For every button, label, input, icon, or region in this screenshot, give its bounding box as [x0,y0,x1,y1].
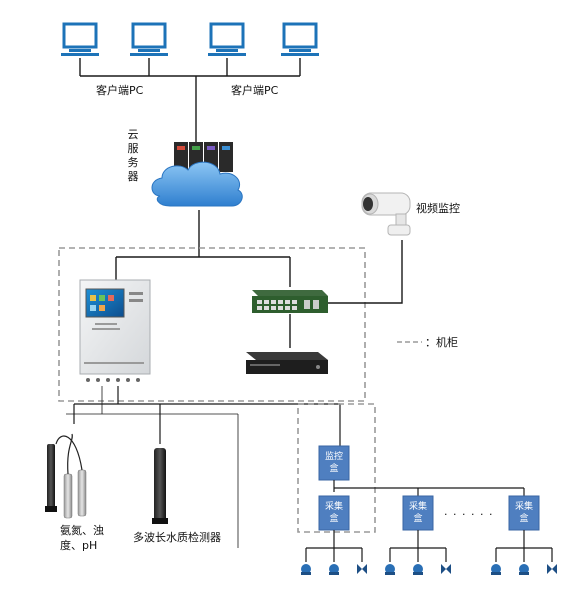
video-camera-icon [361,192,411,236]
client-pc-label-right: 客户端PC [231,84,279,97]
pump-icon [385,564,395,575]
cabinet-legend-label: ：机柜 [425,336,458,349]
pump-icon [329,564,339,575]
sensor-link-lines [73,386,341,446]
valve-icon [441,564,451,574]
camera-link-line [328,240,403,304]
client-pc-icon [208,22,246,56]
cloud-server-label: 云服务器 [127,128,139,183]
collector-box-label-3: 采集盒 [514,502,533,524]
collector-box-label-1: 采集盒 [324,502,343,524]
controller-panel [79,279,151,382]
client-pc-icon [130,22,168,56]
collector-ellipsis: · · · · · · [444,508,494,521]
network-switch-icon [252,290,328,313]
pump-icon [301,564,311,575]
pc-network-lines [79,58,301,146]
monitor-box [318,445,350,481]
valve-icon [547,564,557,574]
collector-box-1 [318,495,350,531]
pump-icon [519,564,529,575]
collector-box-label-2: 采集盒 [408,502,427,524]
probe-group-icon [45,433,87,519]
multiwave-probe-icon [152,448,168,524]
video-recorder-icon [246,352,328,374]
pump-icon [413,564,423,575]
client-pc-icon [281,22,319,56]
multiwave-sensor-label: 多波长水质检测器 [133,531,221,544]
pump-icon [491,564,501,575]
monitor-cabinet-frame [297,403,376,533]
valve-icons [301,564,557,575]
client-pc-icon [61,22,99,56]
collector-box-2 [402,495,434,531]
cloud-server-icon [151,142,243,207]
probe-group-label: 氨氮、浊度、pH [60,524,104,552]
valve-lines [305,530,553,562]
sensor-feed-lines [66,386,239,548]
monitor-box-label: 监控盒 [324,452,343,474]
cabinet-frame [58,247,366,402]
valve-icon [357,564,367,574]
client-pc-label-left: 客户端PC [96,84,144,97]
video-monitor-label: 视频监控 [416,202,460,215]
cabinet-bus-lines [115,256,291,348]
